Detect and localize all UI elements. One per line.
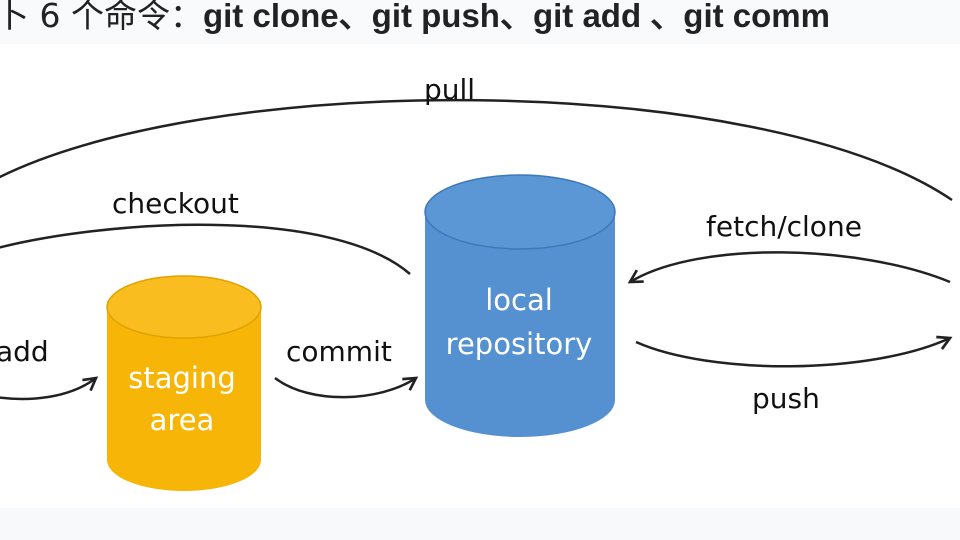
checkout-label: checkout bbox=[112, 187, 239, 220]
commit-arrow bbox=[274, 378, 416, 399]
checkout-arrow bbox=[0, 223, 411, 275]
add-label: add bbox=[0, 335, 49, 368]
staging-area-label-line2: area bbox=[150, 403, 215, 437]
pull-label: pull bbox=[424, 73, 475, 106]
heading-prefix: 卜 6 个命令： bbox=[0, 0, 203, 35]
local-repository-label-line1: local bbox=[485, 283, 553, 317]
pull-arrow bbox=[0, 98, 953, 202]
push-label: push bbox=[752, 382, 820, 415]
fetch-clone-label: fetch/clone bbox=[706, 210, 862, 243]
heading-commands: git clone、git push、git add 、git comm bbox=[202, 0, 830, 34]
add-arrow bbox=[0, 378, 96, 401]
local-repository-label-line2: repository bbox=[446, 327, 593, 361]
heading-text: 卜 6 个命令：git clone、git push、git add 、git … bbox=[0, 0, 830, 38]
commit-label: commit bbox=[286, 335, 392, 368]
footer-strip bbox=[0, 508, 960, 540]
push-arrow bbox=[635, 338, 950, 368]
staging-area-cylinder: staging area bbox=[106, 275, 262, 491]
local-repository-cylinder: local repository bbox=[424, 174, 616, 437]
staging-area-label-line1: staging bbox=[128, 361, 236, 395]
heading-strip: 卜 6 个命令：git clone、git push、git add 、git … bbox=[0, 0, 960, 44]
fetch-clone-arrow bbox=[630, 251, 951, 282]
